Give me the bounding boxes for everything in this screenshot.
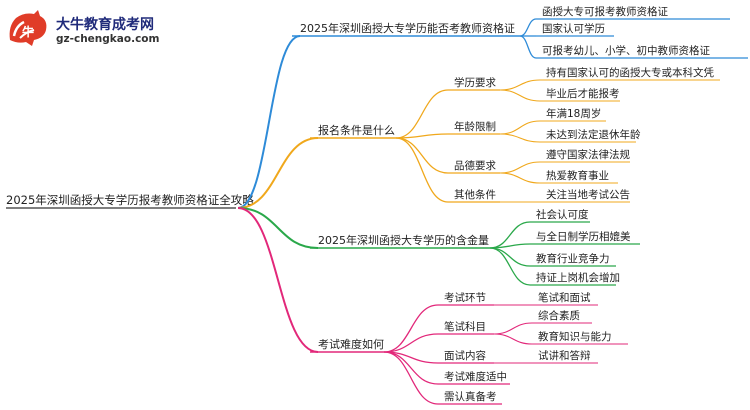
branch-label-0: 2025年深圳函授大专学历能否考教师资格证 <box>300 21 515 35</box>
leaf-connector-1-1-0 <box>499 120 541 135</box>
subbranch-label-2-2: 教育行业竞争力 <box>536 252 610 265</box>
leaf-label-1-2-1: 热爱教育事业 <box>546 169 609 182</box>
svg-text:牛: 牛 <box>22 24 34 39</box>
subbranch-label-2-1: 与全日制学历相媲美 <box>536 230 631 243</box>
subbranch-label-0-1: 国家认可学历 <box>542 22 605 35</box>
subbranch-connector-3-0 <box>383 304 439 353</box>
subbranch-connector-1-1 <box>395 133 449 139</box>
leaf-connector-1-0-1 <box>499 89 541 102</box>
leaf-connector-1-2-1 <box>499 172 541 184</box>
subbranch-connector-1-0 <box>395 89 449 139</box>
leaf-label-1-3-0: 关注当地考试公告 <box>546 188 630 201</box>
leaf-connector-3-1-0 <box>493 322 533 335</box>
subbranch-label-2-3: 持证上岗机会增加 <box>536 271 620 284</box>
subbranch-connector-1-3 <box>395 137 449 203</box>
logo-url: gz-chengkao.com <box>56 33 160 45</box>
subbranch-label-1-1: 年龄限制 <box>454 120 496 133</box>
subbranch-label-1-3: 其他条件 <box>454 188 496 201</box>
leaf-connector-1-1-1 <box>499 133 541 143</box>
subbranch-label-1-0: 学历要求 <box>454 76 496 89</box>
subbranch-label-0-0: 函授大专可报考教师资格证 <box>542 5 668 18</box>
leaf-connector-1-0-0 <box>499 79 541 91</box>
branch-label-2: 2025年深圳函授大专学历的含金量 <box>318 233 489 247</box>
leaf-label-3-0-0: 笔试和面试 <box>538 291 591 304</box>
leaf-label-3-1-1: 教育知识与能力 <box>538 330 612 343</box>
leaf-label-1-0-0: 持有国家认可的函授大专或本科文凭 <box>546 66 714 79</box>
subbranch-connector-2-1 <box>489 243 531 249</box>
branch-label-3: 考试难度如何 <box>318 337 384 351</box>
subbranch-label-3-4: 需认真备考 <box>444 390 497 403</box>
leaf-label-3-1-0: 综合素质 <box>538 309 580 322</box>
leaf-connector-1-2-0 <box>499 161 541 174</box>
subbranch-connector-3-1 <box>383 333 439 353</box>
root-node-label: 2025年深圳函授大专学历报考教师资格证全攻略 <box>6 193 254 207</box>
subbranch-label-0-2: 可报考幼儿、小学、初中教师资格证 <box>542 44 710 57</box>
subbranch-connector-1-2 <box>395 137 449 174</box>
branch-connector-2 <box>237 207 319 249</box>
branch-label-1: 报名条件是什么 <box>318 123 395 137</box>
subbranch-connector-0-2 <box>519 35 537 59</box>
subbranch-connector-3-4 <box>383 351 439 405</box>
branch-connector-0 <box>237 35 301 209</box>
site-logo: 牛 大牛教育成考网 gz-chengkao.com <box>4 6 159 50</box>
subbranch-connector-2-3 <box>489 247 531 286</box>
leaf-label-1-1-1: 未达到法定退休年龄 <box>546 128 641 141</box>
subbranch-label-2-0: 社会认可度 <box>536 208 589 221</box>
leaf-label-1-1-0: 年满18周岁 <box>546 107 601 120</box>
leaf-label-1-0-1: 毕业后才能报考 <box>546 87 620 100</box>
branch-connector-3 <box>237 207 319 353</box>
leaf-connector-3-1-1 <box>493 333 533 345</box>
branch-connector-1 <box>237 137 319 209</box>
subbranch-label-1-2: 品德要求 <box>454 159 496 172</box>
bull-logo-icon: 牛 <box>9 10 47 46</box>
subbranch-connector-2-2 <box>489 247 531 267</box>
logo-title: 大牛教育成考网 <box>56 17 154 33</box>
subbranch-label-3-3: 考试难度适中 <box>444 370 507 383</box>
subbranch-label-3-2: 面试内容 <box>444 349 486 362</box>
subbranch-label-3-1: 笔试科目 <box>444 320 486 333</box>
subbranch-connector-0-0 <box>519 18 537 37</box>
leaf-label-3-2-0: 试讲和答辩 <box>538 349 591 362</box>
subbranch-label-3-0: 考试环节 <box>444 292 486 304</box>
leaf-label-1-2-0: 遵守国家法律法规 <box>546 148 630 161</box>
